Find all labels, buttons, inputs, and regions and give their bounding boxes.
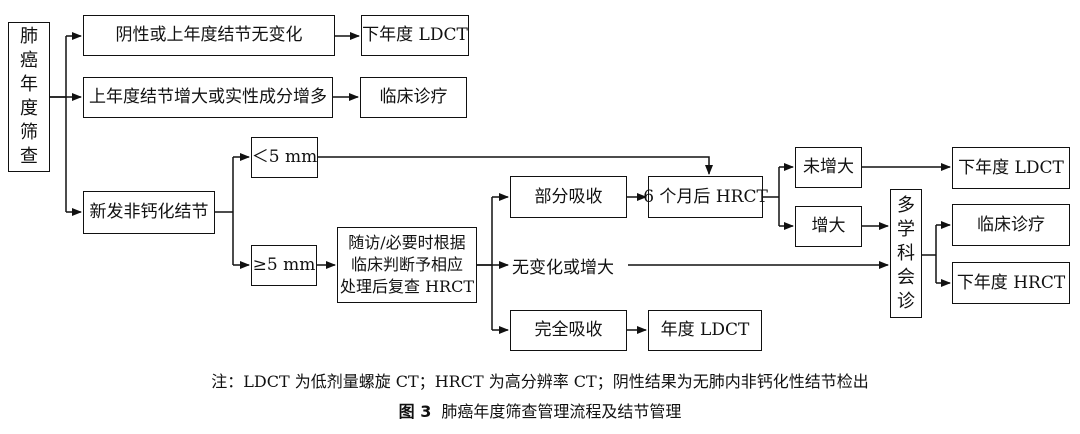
node-not-enlarged: 未增大 (795, 147, 862, 188)
node-followup: 随访/必要时根据 临床判断予相应 处理后复查 HRCT (337, 227, 477, 303)
node-nochange: 无变化或增大 (512, 253, 614, 278)
node-ldct-next-2: 下年度 LDCT (952, 147, 1070, 189)
node-clinical-2: 临床诊疗 (952, 204, 1070, 246)
node-clinical-1: 临床诊疗 (360, 77, 467, 118)
node-negative: 阴性或上年度结节无变化 (83, 15, 335, 56)
node-ldct-next-1: 下年度 LDCT (361, 15, 469, 56)
node-new-nodule: 新发非钙化结节 (83, 191, 215, 234)
node-partial: 部分吸收 (510, 176, 627, 218)
edge-new-split (215, 157, 234, 265)
edge-hrct6-split (763, 167, 780, 226)
node-hrct6: 6 个月后 HRCT (643, 176, 768, 218)
node-ge5: ≥5 mm (251, 245, 317, 286)
node-lt5: ＜5 mm (251, 137, 318, 178)
node-root: 肺 癌 年 度 筛 查 (8, 22, 50, 172)
node-complete: 完全吸收 (510, 310, 627, 351)
node-hrct-next: 下年度 HRCT (952, 262, 1070, 304)
edge-mdt-split (922, 225, 937, 283)
node-growth: 上年度结节增大或实性成分增多 (83, 77, 333, 118)
node-mdt: 多 学 科 会 诊 (890, 189, 922, 318)
figure-title: 肺癌年度筛查管理流程及结节管理 (441, 402, 682, 421)
figure-label: 图 3 (398, 402, 432, 421)
figure-caption: 图 3 肺癌年度筛查管理流程及结节管理 (0, 398, 1080, 422)
edge-lt5-hrct6 (318, 156, 713, 175)
edge-root-trunk (50, 36, 67, 212)
node-annual-ldct: 年度 LDCT (648, 310, 762, 351)
footnote: 注：LDCT 为低剂量螺旋 CT；HRCT 为高分辨率 CT；阴性结果为无肺内非… (211, 372, 869, 391)
edge-followup-split (477, 197, 493, 330)
node-enlarged: 增大 (795, 206, 862, 247)
